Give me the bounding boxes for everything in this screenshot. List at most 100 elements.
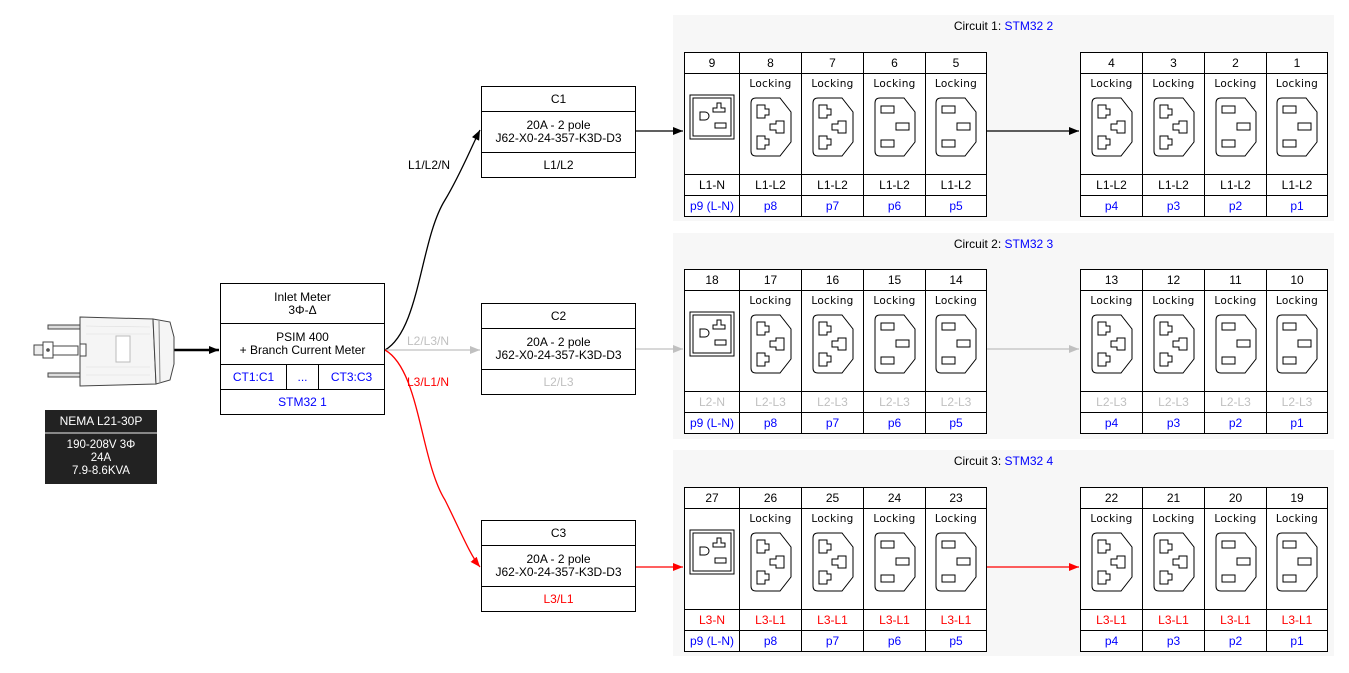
outlet-receptacle[interactable]: Locking [863,290,926,392]
outlet-port[interactable]: p7 [801,412,864,434]
outlet-number[interactable]: 4 [1080,52,1143,74]
outlet-number[interactable]: 27 [684,487,740,509]
outlet-receptacle[interactable]: Locking [739,73,802,175]
meter-controller[interactable]: STM32 1 [278,394,327,409]
outlet-port[interactable]: p5 [925,630,987,652]
outlet-number[interactable]: 23 [925,487,987,509]
outlet-port[interactable]: p3 [1142,195,1205,217]
iec-c19-receptacle-icon [1091,314,1132,374]
nema-5-20r-receptacle-icon [689,94,735,140]
breaker-c3[interactable]: C3 20A - 2 pole J62-X0-24-357-K3D-D3 L3/… [481,520,636,612]
outlet-receptacle[interactable]: Locking [1266,290,1328,392]
outlet-port[interactable]: p4 [1080,630,1143,652]
outlet-number[interactable]: 10 [1266,269,1328,291]
outlet-number[interactable]: 26 [739,487,802,509]
outlet-number[interactable]: 1 [1266,52,1328,74]
outlet-port[interactable]: p1 [1266,412,1328,434]
outlet-phase: L1-L2 [1142,174,1205,196]
outlet-receptacle[interactable]: Locking [801,73,864,175]
outlet-phase: L3-L1 [801,609,864,631]
outlet-port[interactable]: p7 [801,195,864,217]
inlet-current: 24A [90,452,112,464]
outlet-port[interactable]: p9 (L-N) [684,195,740,217]
iec-c13-receptacle-icon [1215,532,1256,592]
outlet-number[interactable]: 9 [684,52,740,74]
ct-cell-1[interactable]: CT1:C1 [221,365,287,389]
outlet-receptacle[interactable]: Locking [863,508,926,610]
breaker-c2[interactable]: C2 20A - 2 pole J62-X0-24-357-K3D-D3 L2/… [481,303,636,395]
outlet-number[interactable]: 24 [863,487,926,509]
outlet-receptacle[interactable] [684,508,740,610]
outlet-number[interactable]: 12 [1142,269,1205,291]
outlet-receptacle[interactable]: Locking [1080,508,1143,610]
ct-cell-3[interactable]: CT3:C3 [330,370,373,384]
outlet-receptacle[interactable]: Locking [1142,508,1205,610]
outlet-number[interactable]: 5 [925,52,987,74]
outlet-port[interactable]: p5 [925,195,987,217]
outlet-port[interactable]: p5 [925,412,987,434]
outlet-number[interactable]: 19 [1266,487,1328,509]
outlet-receptacle[interactable]: Locking [739,508,802,610]
meter-title-line-1: Inlet Meter [274,289,331,304]
outlet-receptacle[interactable]: Locking [739,290,802,392]
outlet-port[interactable]: p8 [739,195,802,217]
locking-label: Locking [873,513,916,525]
outlet-port[interactable]: p6 [863,195,926,217]
outlet-receptacle[interactable]: Locking [1080,290,1143,392]
outlet-port[interactable]: p7 [801,630,864,652]
outlet-number[interactable]: 16 [801,269,864,291]
outlet-port[interactable]: p9 (L-N) [684,630,740,652]
outlet-receptacle[interactable]: Locking [863,73,926,175]
outlet-port[interactable]: p8 [739,630,802,652]
outlet-receptacle[interactable]: Locking [1080,73,1143,175]
outlet-port[interactable]: p4 [1080,195,1143,217]
circuit-1-title: Circuit 1: STM32 2 [673,19,1334,33]
outlet-receptacle[interactable]: Locking [1266,508,1328,610]
outlet-number[interactable]: 17 [739,269,802,291]
meter-title-line-2: 3Φ-Δ [288,302,317,317]
outlet-receptacle[interactable] [684,73,740,175]
outlet-port[interactable]: p6 [863,630,926,652]
outlet-number[interactable]: 22 [1080,487,1143,509]
outlet-number[interactable]: 14 [925,269,987,291]
outlet-port[interactable]: p2 [1204,630,1267,652]
outlet-port[interactable]: p9 (L-N) [684,412,740,434]
outlet-number[interactable]: 8 [739,52,802,74]
outlet-port[interactable]: p1 [1266,195,1328,217]
outlet-port[interactable]: p2 [1204,195,1267,217]
outlet-receptacle[interactable]: Locking [1204,290,1267,392]
ct-cell-ellipsis[interactable]: ... [287,365,319,389]
outlet-port[interactable]: p3 [1142,412,1205,434]
outlet-port[interactable]: p1 [1266,630,1328,652]
outlet-number[interactable]: 15 [863,269,926,291]
outlet-receptacle[interactable]: Locking [1142,73,1205,175]
outlet-number[interactable]: 6 [863,52,926,74]
outlet-receptacle[interactable]: Locking [925,508,987,610]
outlet-number[interactable]: 13 [1080,269,1143,291]
breaker-c1[interactable]: C1 20A - 2 pole J62-X0-24-357-K3D-D3 L1/… [481,86,636,178]
outlet-number[interactable]: 25 [801,487,864,509]
outlet-number[interactable]: 21 [1142,487,1205,509]
outlet-receptacle[interactable]: Locking [925,290,987,392]
outlet-receptacle[interactable]: Locking [1266,73,1328,175]
outlet-number[interactable]: 3 [1142,52,1205,74]
outlet-number[interactable]: 11 [1204,269,1267,291]
outlet-port[interactable]: p4 [1080,412,1143,434]
outlet-receptacle[interactable] [684,290,740,392]
outlet-receptacle[interactable]: Locking [801,508,864,610]
outlet-receptacle[interactable]: Locking [801,290,864,392]
outlet-port[interactable]: p8 [739,412,802,434]
outlet-receptacle[interactable]: Locking [1204,508,1267,610]
outlet-number[interactable]: 7 [801,52,864,74]
outlet-number[interactable]: 18 [684,269,740,291]
outlet-port[interactable]: p6 [863,412,926,434]
outlet-number[interactable]: 2 [1204,52,1267,74]
outlet-number[interactable]: 20 [1204,487,1267,509]
outlet-receptacle[interactable]: Locking [925,73,987,175]
outlet-receptacle[interactable]: Locking [1204,73,1267,175]
outlet-port[interactable]: p3 [1142,630,1205,652]
outlet-port[interactable]: p2 [1204,412,1267,434]
inlet-meter-node[interactable]: Inlet Meter 3Φ-Δ PSIM 400 + Branch Curre… [220,283,385,415]
outlet-receptacle[interactable]: Locking [1142,290,1205,392]
inlet-spec-badge: NEMA L21-30P 190-208V 3Φ 24A 7.9-8.6KVA [45,410,157,484]
